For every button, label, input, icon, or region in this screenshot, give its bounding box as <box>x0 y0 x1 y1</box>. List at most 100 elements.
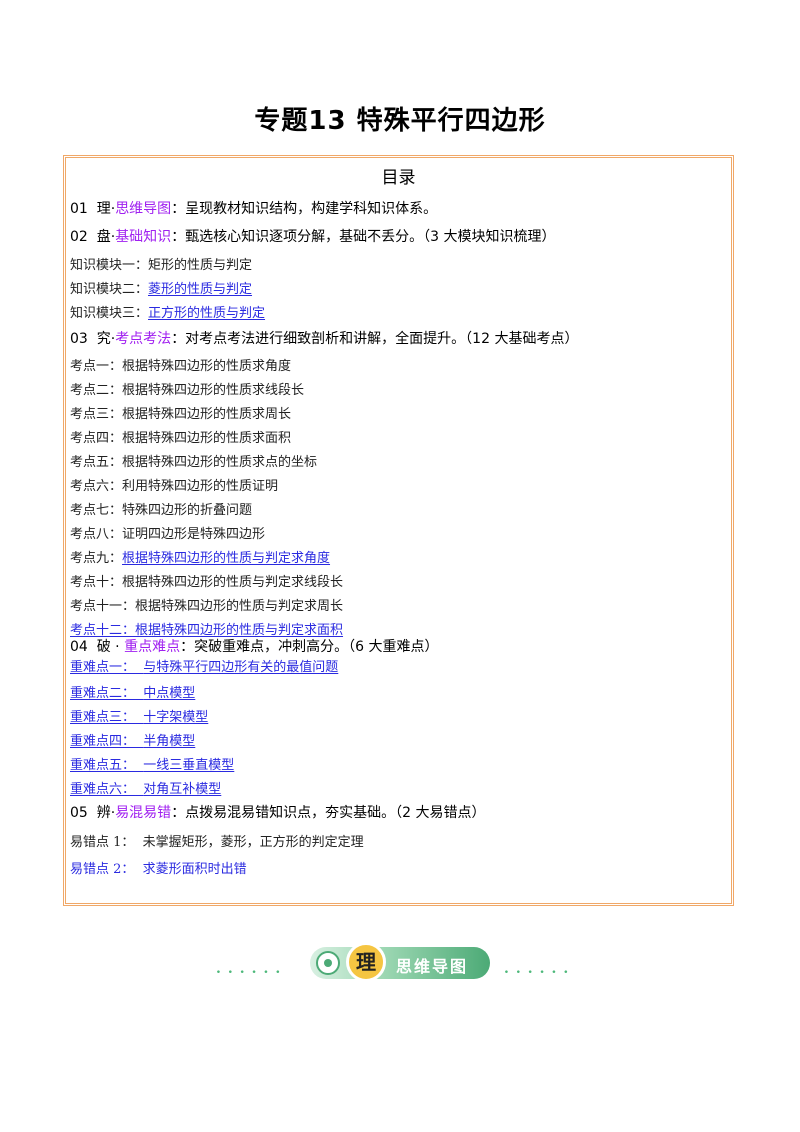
kaodian-text: 根据特殊四边形的性质求线段长 <box>122 383 305 398</box>
nandian-label: 重难点六： <box>70 782 136 797</box>
kaodian-text: 根据特殊四边形的性质求点的坐标 <box>122 455 318 470</box>
module-label: 知识模块二： <box>70 282 149 297</box>
kaodian-label: 考点十一： <box>70 599 136 614</box>
section-desc: ：甄选核心知识逐项分解，基础不丢分。（3 大模块知识梳理） <box>171 229 556 245</box>
nandian-text: 与特殊平行四边形有关的最值问题 <box>143 660 339 675</box>
toc-yicuo-1[interactable]: 易错点 1： 未掌握矩形，菱形，正方形的判定定理 <box>70 831 364 850</box>
toc-kaodian-9[interactable]: 考点九：根据特殊四边形的性质与判定求角度 <box>70 547 330 566</box>
nandian-text: 十字架模型 <box>143 710 209 725</box>
nandian-label: 重难点二： <box>70 686 136 701</box>
toc-nandian-2[interactable]: 重难点二： 中点模型 <box>70 682 195 701</box>
toc-nandian-5[interactable]: 重难点五： 一线三垂直模型 <box>70 754 234 773</box>
table-of-contents: 目录 01 理·思维导图：呈现教材知识结构，构建学科知识体系。 02 盘·基础知… <box>63 155 734 906</box>
banner-text: 思维导图 <box>396 957 469 976</box>
section-keyword: 重点难点 <box>124 639 181 655</box>
toc-kaodian-11[interactable]: 考点十一：根据特殊四边形的性质与判定求周长 <box>70 595 343 614</box>
kaodian-text: 特殊四边形的折叠问题 <box>122 503 253 518</box>
toc-heading: 目录 <box>381 168 416 188</box>
toc-module-2[interactable]: 知识模块二：菱形的性质与判定 <box>70 278 252 297</box>
page-title: 专题13 特殊平行四边形 <box>254 106 546 136</box>
toc-section-02[interactable]: 02 盘·基础知识：甄选核心知识逐项分解，基础不丢分。（3 大模块知识梳理） <box>70 226 556 246</box>
toc-section-05[interactable]: 05 辨·易混易错：点拨易混易错知识点，夯实基础。（2 大易错点） <box>70 802 486 822</box>
section-prefix: 破 · <box>96 639 125 655</box>
yicuo-label: 易错点 1： <box>70 835 135 850</box>
toc-kaodian-10[interactable]: 考点十：根据特殊四边形的性质与判定求线段长 <box>70 571 343 590</box>
section-number: 04 <box>70 639 88 655</box>
toc-kaodian-4[interactable]: 考点四：根据特殊四边形的性质求面积 <box>70 427 291 446</box>
section-keyword: 思维导图 <box>115 201 172 217</box>
yicuo-label: 易错点 2： <box>70 862 135 877</box>
nandian-text: 中点模型 <box>143 686 196 701</box>
section-keyword: 考点考法 <box>115 331 172 347</box>
banner-badge: 理 <box>346 942 386 982</box>
section-prefix: 究· <box>96 331 116 347</box>
kaodian-text: 利用特殊四边形的性质证明 <box>122 479 279 494</box>
toc-kaodian-6[interactable]: 考点六：利用特殊四边形的性质证明 <box>70 475 278 494</box>
section-number: 05 <box>70 805 88 821</box>
kaodian-label: 考点五： <box>70 455 123 470</box>
kaodian-text: 证明四边形是特殊四边形 <box>122 527 266 542</box>
banner-dots-left: ...... <box>216 961 288 977</box>
kaodian-label: 考点四： <box>70 431 123 446</box>
section-desc: ：呈现教材知识结构，构建学科知识体系。 <box>171 201 438 217</box>
section-desc: ：对考点考法进行细致剖析和讲解，全面提升。（12 大基础考点） <box>171 331 579 347</box>
kaodian-label: 考点二： <box>70 383 123 398</box>
toc-module-1[interactable]: 知识模块一：矩形的性质与判定 <box>70 254 252 273</box>
section-keyword: 易混易错 <box>115 805 172 821</box>
kaodian-label: 考点十： <box>70 575 123 590</box>
kaodian-text: 根据特殊四边形的性质求周长 <box>122 407 292 422</box>
kaodian-label: 考点三： <box>70 407 123 422</box>
kaodian-link[interactable]: 根据特殊四边形的性质与判定求面积 <box>135 623 344 638</box>
section-keyword: 基础知识 <box>115 229 172 245</box>
toc-nandian-3[interactable]: 重难点三： 十字架模型 <box>70 706 208 725</box>
kaodian-text: 根据特殊四边形的性质求角度 <box>122 359 292 374</box>
toc-section-04[interactable]: 04 破 · 重点难点：突破重难点，冲刺高分。（6 大重难点） <box>70 636 438 656</box>
toc-section-03[interactable]: 03 究·考点考法：对考点考法进行细致剖析和讲解，全面提升。（12 大基础考点） <box>70 328 578 348</box>
toc-nandian-4[interactable]: 重难点四： 半角模型 <box>70 730 195 749</box>
banner-pill <box>310 947 490 979</box>
toc-nandian-6[interactable]: 重难点六： 对角互补模型 <box>70 778 221 797</box>
toc-kaodian-8[interactable]: 考点八：证明四边形是特殊四边形 <box>70 523 265 542</box>
toc-yicuo-2[interactable]: 易错点 2： 求菱形面积时出错 <box>70 858 247 877</box>
nandian-text: 半角模型 <box>143 734 196 749</box>
kaodian-label: 考点六： <box>70 479 123 494</box>
module-label: 知识模块一： <box>70 258 149 273</box>
toc-kaodian-1[interactable]: 考点一：根据特殊四边形的性质求角度 <box>70 355 291 374</box>
kaodian-text: 根据特殊四边形的性质与判定求周长 <box>135 599 344 614</box>
toc-kaodian-2[interactable]: 考点二：根据特殊四边形的性质求线段长 <box>70 379 304 398</box>
toc-kaodian-12[interactable]: 考点十二：根据特殊四边形的性质与判定求面积 <box>70 619 343 638</box>
toc-module-3[interactable]: 知识模块三：正方形的性质与判定 <box>70 302 265 321</box>
banner-dots-right: ...... <box>504 961 576 977</box>
mind-map-banner: ...... 理 思维导图 ...... <box>0 940 800 990</box>
nandian-text: 对角互补模型 <box>143 782 222 797</box>
kaodian-label: 考点十二： <box>70 623 136 638</box>
kaodian-label: 考点九： <box>70 551 123 566</box>
kaodian-text: 根据特殊四边形的性质求面积 <box>122 431 292 446</box>
nandian-text: 一线三垂直模型 <box>143 758 235 773</box>
nandian-label: 重难点四： <box>70 734 136 749</box>
target-icon <box>316 951 340 975</box>
module-label: 知识模块三： <box>70 306 149 321</box>
section-prefix: 盘· <box>96 229 116 245</box>
toc-section-01[interactable]: 01 理·思维导图：呈现教材知识结构，构建学科知识体系。 <box>70 198 437 218</box>
toc-kaodian-7[interactable]: 考点七：特殊四边形的折叠问题 <box>70 499 252 518</box>
section-prefix: 理· <box>96 201 116 217</box>
toc-kaodian-5[interactable]: 考点五：根据特殊四边形的性质求点的坐标 <box>70 451 317 470</box>
module-text: 矩形的性质与判定 <box>148 258 253 273</box>
kaodian-label: 考点一： <box>70 359 123 374</box>
section-desc: ：点拨易混易错知识点，夯实基础。（2 大易错点） <box>171 805 486 821</box>
module-link[interactable]: 菱形的性质与判定 <box>148 282 253 297</box>
nandian-label: 重难点一： <box>70 660 136 675</box>
kaodian-label: 考点八： <box>70 527 123 542</box>
section-desc: ：突破重难点，冲刺高分。（6 大重难点） <box>180 639 439 655</box>
toc-nandian-1[interactable]: 重难点一： 与特殊平行四边形有关的最值问题 <box>70 656 338 675</box>
toc-kaodian-3[interactable]: 考点三：根据特殊四边形的性质求周长 <box>70 403 291 422</box>
kaodian-label: 考点七： <box>70 503 123 518</box>
yicuo-text: 求菱形面积时出错 <box>142 862 247 877</box>
module-link[interactable]: 正方形的性质与判定 <box>148 306 266 321</box>
kaodian-link[interactable]: 根据特殊四边形的性质与判定求角度 <box>122 551 331 566</box>
yicuo-text: 未掌握矩形，菱形，正方形的判定定理 <box>142 835 364 850</box>
section-number: 01 <box>70 201 88 217</box>
section-number: 02 <box>70 229 88 245</box>
section-prefix: 辨· <box>96 805 116 821</box>
